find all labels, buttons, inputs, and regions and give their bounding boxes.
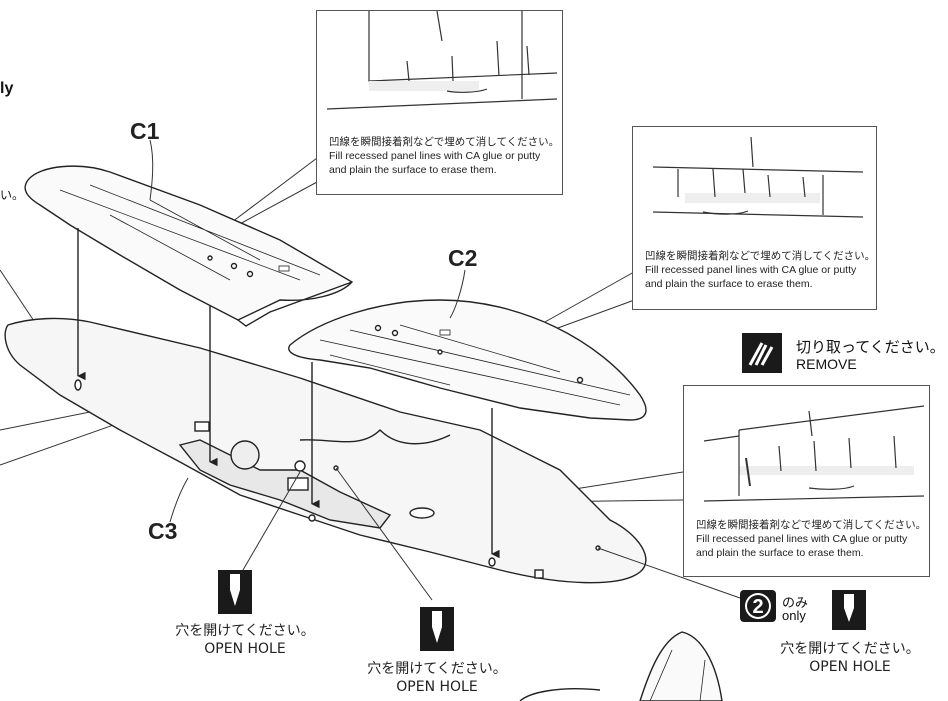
callout-1-en2: and plain the surface to erase them. bbox=[329, 164, 497, 176]
callout-1-en1: Fill recessed panel lines with CA glue o… bbox=[329, 150, 541, 162]
open-hole-3-jp: 穴を開けてください。 bbox=[780, 641, 920, 657]
drill-icon bbox=[832, 590, 866, 630]
open-hole-2-jp: 穴を開けてください。 bbox=[367, 661, 507, 677]
open-hole-1-en: OPEN HOLE bbox=[204, 641, 286, 657]
open-hole-2: 穴を開けてください。 OPEN HOLE bbox=[342, 660, 532, 696]
lower-wing-c3 bbox=[4, 317, 647, 584]
callout-box-1: 凹線を瞬間接着剤などで埋めて消してください。 Fill recessed pan… bbox=[316, 10, 563, 195]
callout-1-jp: 凹線を瞬間接着剤などで埋めて消してください。 bbox=[329, 136, 560, 148]
callout-2-jp: 凹線を瞬間接着剤などで埋めて消してください。 bbox=[645, 250, 876, 262]
hole-leaders bbox=[242, 467, 741, 601]
part-leaders bbox=[149, 139, 466, 523]
part-label-c3: C3 bbox=[148, 518, 178, 544]
drill-icon bbox=[218, 570, 252, 614]
drill-icon bbox=[420, 607, 454, 651]
remove-en: REMOVE bbox=[796, 356, 857, 372]
upper-wing-c1 bbox=[24, 165, 354, 327]
callout-box-3: 凹線を瞬間接着剤などで埋めて消してください。 Fill recessed pan… bbox=[683, 385, 930, 577]
open-hole-1-jp: 穴を開けてください。 bbox=[175, 623, 315, 639]
variant-en: only bbox=[782, 608, 806, 623]
upper-wing-c2 bbox=[288, 299, 647, 421]
callout-box-2: 凹線を瞬間接着剤などで埋めて消してください。 Fill recessed pan… bbox=[632, 126, 877, 310]
panel-detail bbox=[703, 405, 925, 502]
assembly-arrows bbox=[77, 228, 500, 559]
part-label-c1: C1 bbox=[130, 118, 160, 144]
callout-3-en1: Fill recessed panel lines with CA glue o… bbox=[696, 533, 908, 545]
part-label-c2: C2 bbox=[448, 245, 478, 271]
panel-detail bbox=[326, 11, 558, 110]
open-hole-3-en: OPEN HOLE bbox=[809, 659, 891, 675]
partial-edge-text: い。 bbox=[0, 188, 25, 202]
remove-jp: 切り取ってください。 bbox=[796, 338, 945, 356]
partial-heading: ly bbox=[0, 80, 14, 97]
tail-fragment bbox=[519, 631, 723, 701]
open-hole-3: 穴を開けてください。 OPEN HOLE bbox=[755, 640, 945, 676]
panel-detail bbox=[652, 136, 864, 218]
open-hole-1: 穴を開けてください。 OPEN HOLE bbox=[150, 622, 340, 658]
variant-jp: のみ bbox=[782, 596, 809, 611]
callout-2-en2: and plain the surface to erase them. bbox=[645, 278, 813, 290]
callout-3-jp: 凹線を瞬間接着剤などで埋めて消してください。 bbox=[696, 519, 927, 531]
open-hole-2-en: OPEN HOLE bbox=[396, 679, 478, 695]
variant-number-icon: 2 bbox=[740, 590, 776, 622]
remove-icon bbox=[742, 333, 782, 373]
variant-number: 2 bbox=[752, 596, 763, 618]
callout-2-en1: Fill recessed panel lines with CA glue o… bbox=[645, 264, 857, 276]
callout-3-en2: and plain the surface to erase them. bbox=[696, 547, 864, 559]
